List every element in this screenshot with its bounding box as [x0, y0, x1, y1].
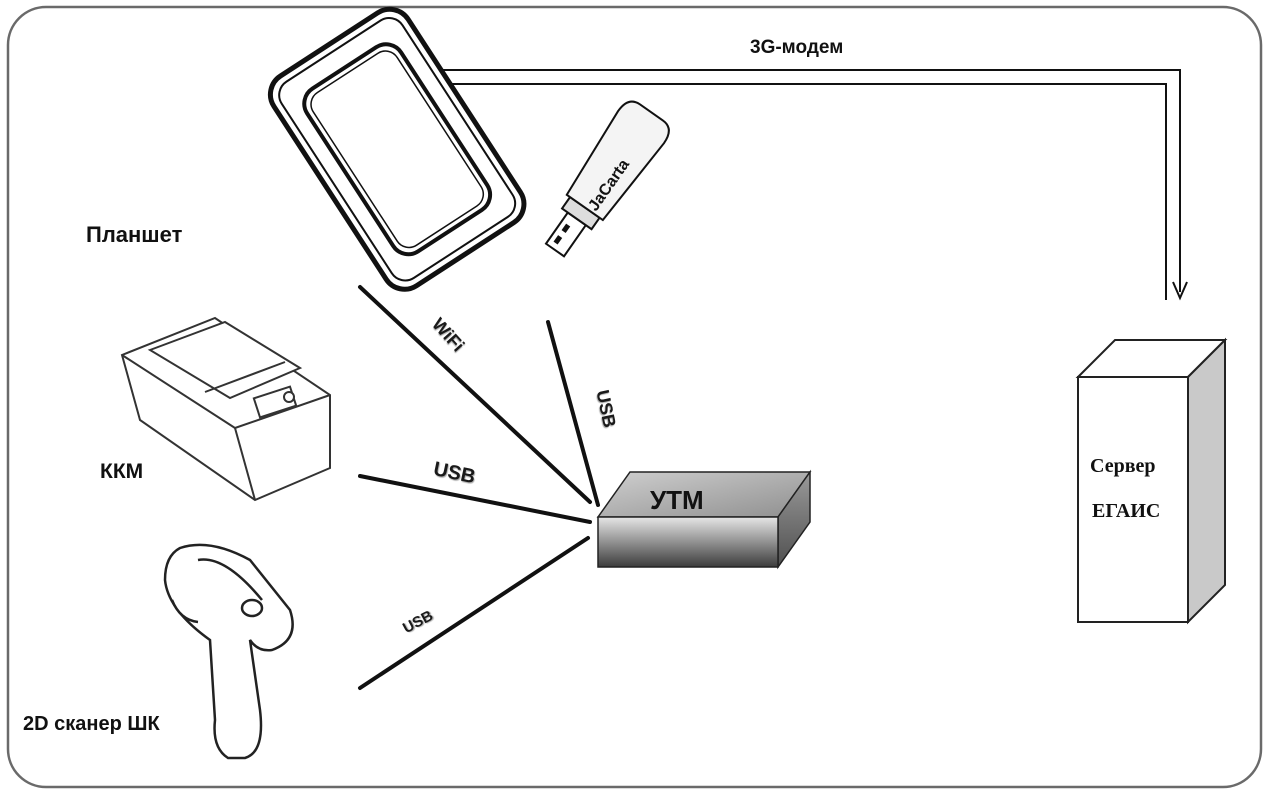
- kkm-label: ККМ: [100, 460, 143, 484]
- server-label-line1: Сервер: [1090, 455, 1156, 478]
- utm-label: УТМ: [650, 485, 704, 516]
- server-box: [1078, 340, 1225, 622]
- utm-box: [598, 472, 810, 567]
- scanner-label: 2D сканер ШК: [23, 713, 160, 736]
- tablet-label: Планшет: [86, 222, 182, 248]
- modem-link-label: 3G-модем: [750, 37, 843, 59]
- server-label-line2: ЕГАИС: [1092, 500, 1160, 523]
